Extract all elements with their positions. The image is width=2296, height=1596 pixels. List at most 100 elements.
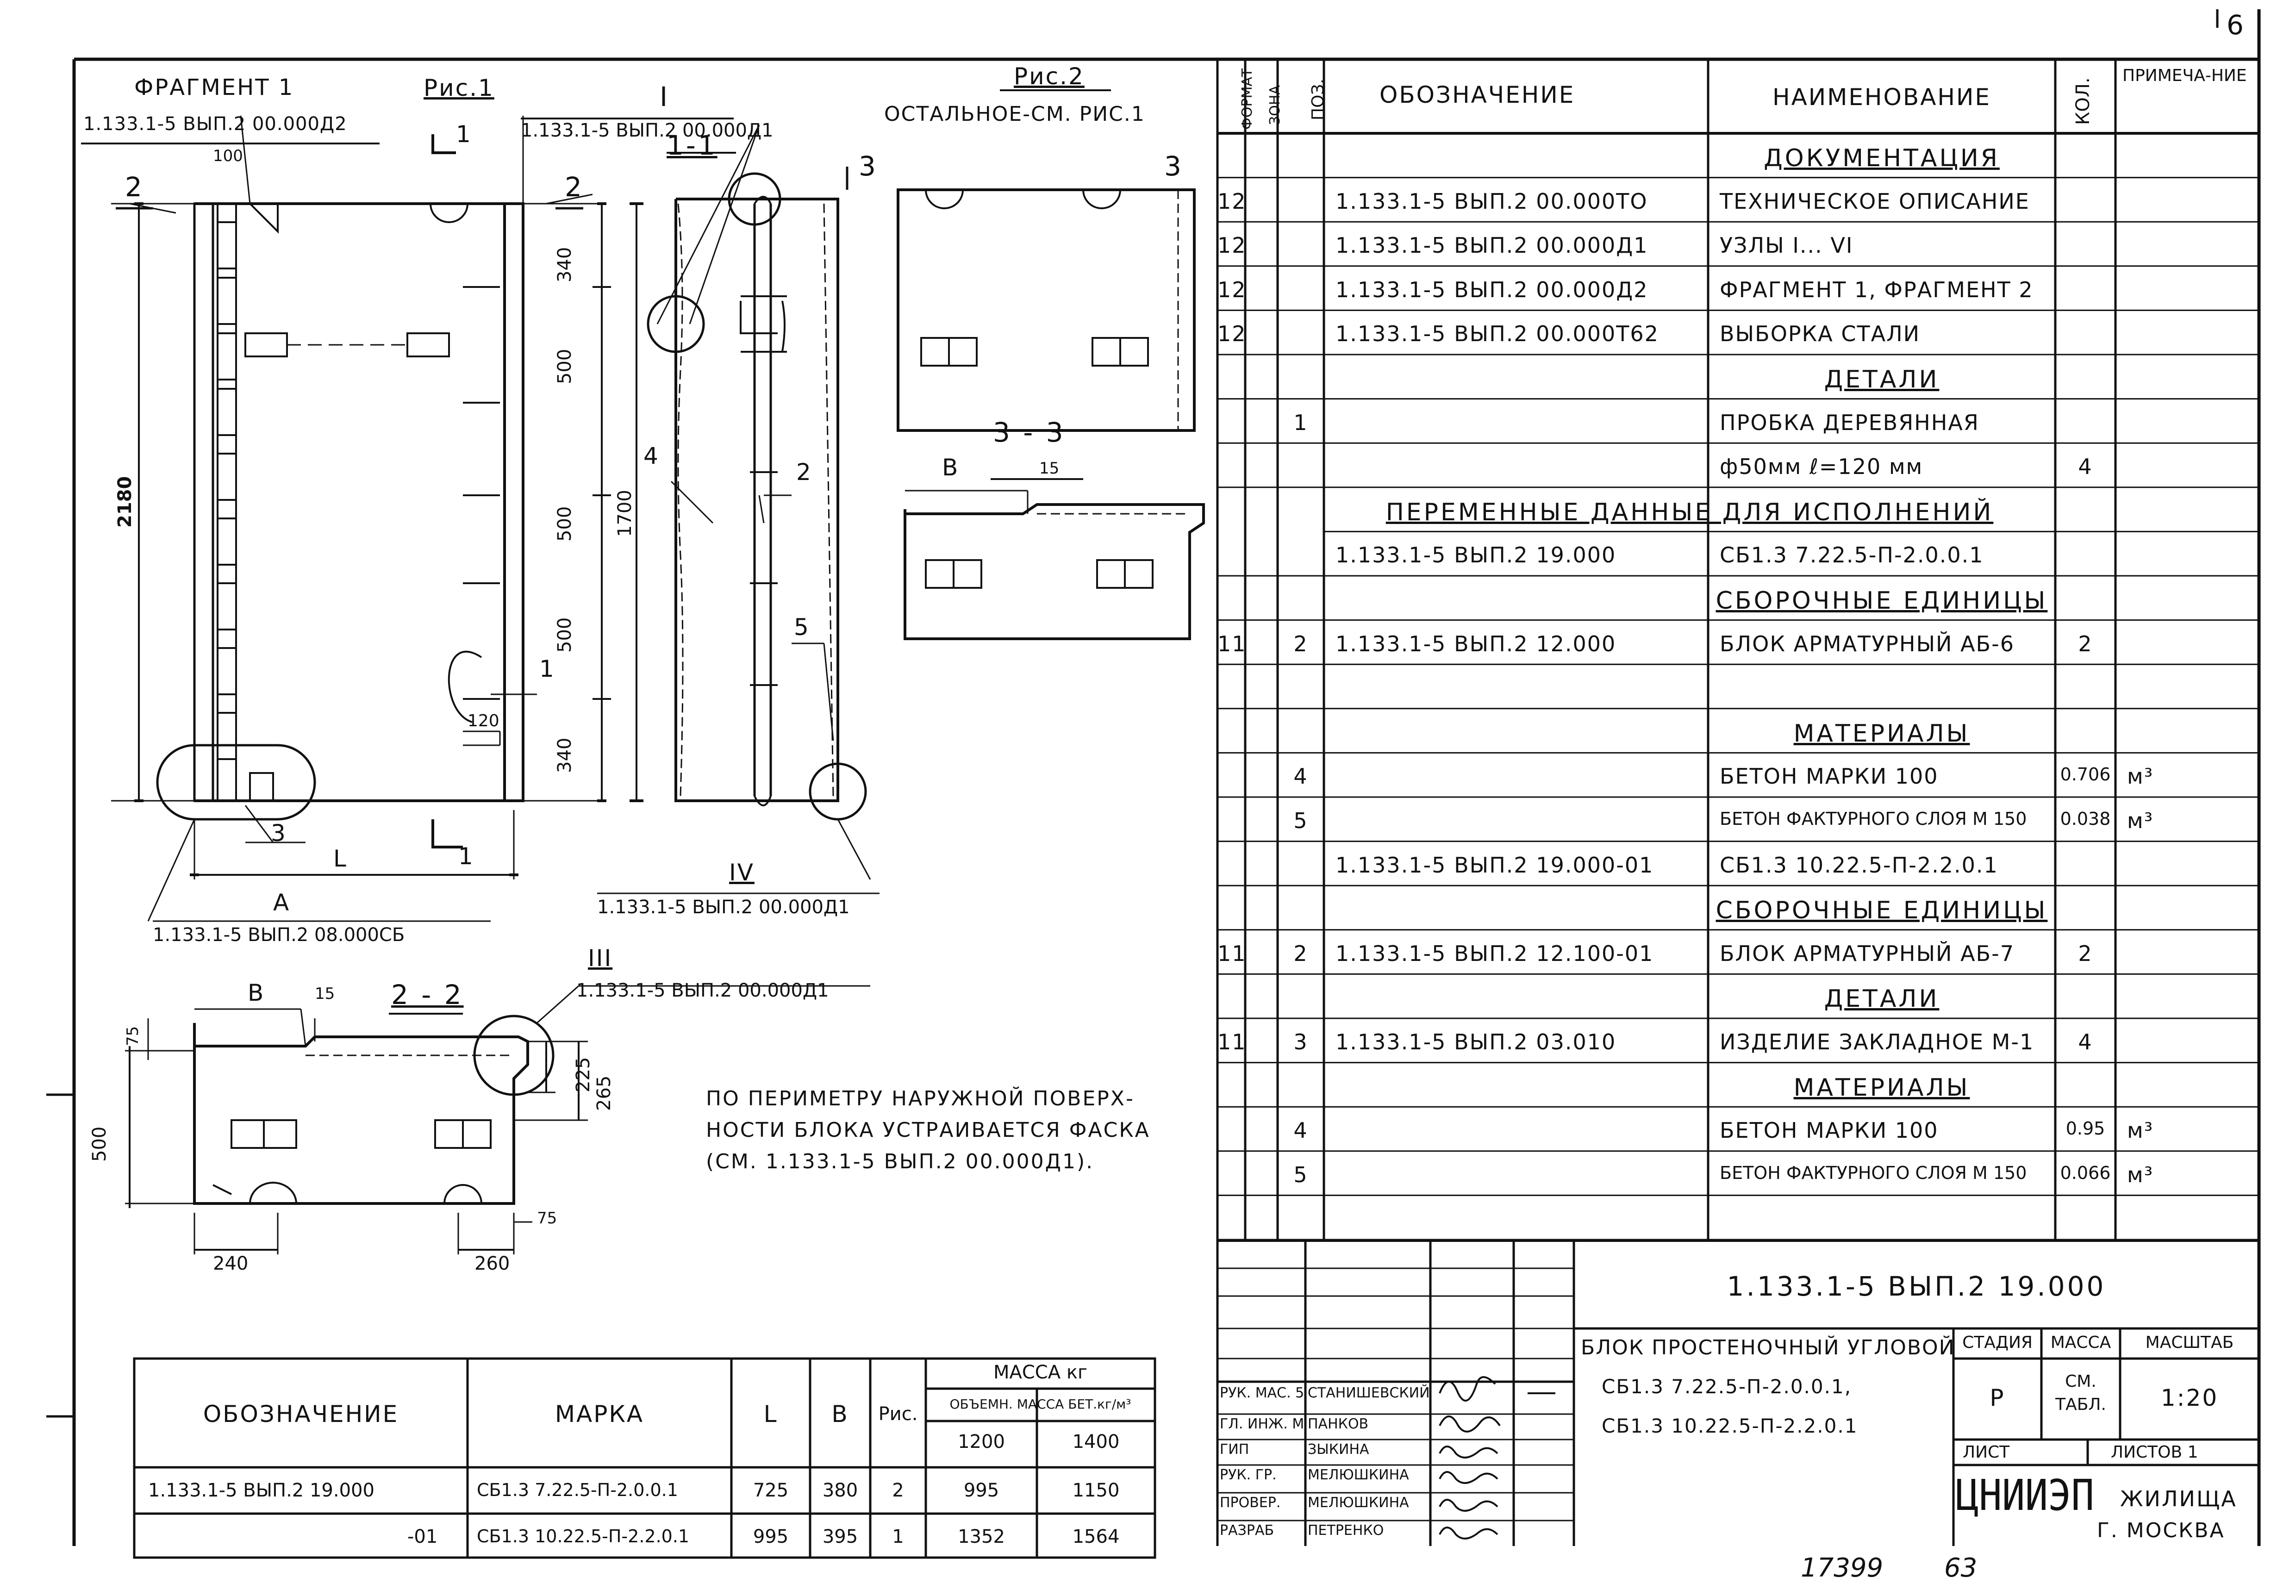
mt-row-1-designation: 1.133.1-5 ВЫП.2 19.000 xyxy=(148,1480,374,1501)
node1-title: I xyxy=(660,81,670,112)
section-3-3-label: 3 - 3 xyxy=(993,417,1066,448)
spec-cell-format: 12 xyxy=(1217,233,1247,258)
staff-role: РУК. МАС. 5 xyxy=(1220,1385,1304,1401)
staff-role: ГИП xyxy=(1220,1441,1249,1458)
node4-title: IV xyxy=(729,859,755,886)
fragment-ref: 1.133.1-5 ВЫП.2 00.000Д2 xyxy=(83,113,347,135)
dim-1700: 1700 xyxy=(614,490,636,537)
mt-row-1-B: 380 xyxy=(822,1480,858,1501)
pos-5-leader: 5 xyxy=(794,614,810,641)
dim-100: 100 xyxy=(213,147,243,165)
dim-500-b: 500 xyxy=(554,506,575,542)
title-line-1: БЛОК ПРОСТЕНОЧНЫЙ УГЛОВОЙ xyxy=(1581,1336,1955,1359)
note-line: (СМ. 1.133.1-5 ВЫП.2 00.000Д1). xyxy=(706,1150,1094,1173)
fig2-label: Рис.2 xyxy=(1014,63,1085,90)
spec-cell-name: БЕТОН ФАКТУРНОГО СЛОЯ М 150 xyxy=(1720,1162,2027,1183)
page-number: 6 xyxy=(2227,9,2246,41)
mt-row-2-designation: -01 xyxy=(407,1526,438,1547)
mt-row-2-fig: 1 xyxy=(892,1526,904,1547)
spec-cell-designation: 1.133.1-5 ВЫП.2 00.000Д1 xyxy=(1335,233,1648,258)
dim-15-33: 15 xyxy=(1039,459,1060,478)
spec-cell-name: БЛОК АРМАТУРНЫЙ АБ-7 xyxy=(1720,941,2015,966)
spec-cell-format: 11 xyxy=(1217,1029,1247,1054)
org-city: Г. МОСКВА xyxy=(2097,1519,2225,1542)
dim-240: 240 xyxy=(213,1253,249,1274)
spec-cell-name: СБОРОЧНЫЕ ЕДИНИЦЫ xyxy=(1716,897,2048,925)
title-line-3: СБ1.3 10.22.5-П-2.2.0.1 xyxy=(1602,1415,1858,1437)
cut-3-left: 3 xyxy=(859,150,878,182)
mt-header-density: ОБЪЕМН. МАССА БЕТ.кг/м³ xyxy=(949,1396,1131,1412)
spec-header-qty: КОЛ. xyxy=(2072,77,2094,125)
spec-cell-qty: 0.038 xyxy=(2060,809,2111,829)
note-line: ПО ПЕРИМЕТРУ НАРУЖНОЙ ПОВЕРХ- xyxy=(706,1087,1135,1110)
dim-75-bottom: 75 xyxy=(537,1209,557,1228)
dim-340-top: 340 xyxy=(554,247,575,282)
cut-1-bottom: 1 xyxy=(458,843,474,870)
mt-row-1-fig: 2 xyxy=(892,1480,904,1501)
dim-2180: 2180 xyxy=(114,476,136,528)
dim-225: 225 xyxy=(573,1057,594,1092)
mt-row-2-mark: СБ1.3 10.22.5-П-2.2.0.1 xyxy=(477,1526,690,1546)
staff-name: МЕЛЮШКИНА xyxy=(1308,1467,1409,1483)
cut-2-left: 2 xyxy=(125,171,144,203)
mass-table-grid xyxy=(133,1357,1156,1559)
staff-role: РУК. ГР. xyxy=(1220,1467,1277,1483)
spec-cell-format: 12 xyxy=(1217,277,1247,302)
section-2-2-label: 2 - 2 xyxy=(391,979,464,1010)
spec-cell-note: м³ xyxy=(2127,1162,2154,1187)
mt-row-2-L: 995 xyxy=(753,1526,789,1547)
bottom-ref: 1.133.1-5 ВЫП.2 08.000СБ xyxy=(153,924,405,946)
stamp-page: 63 xyxy=(1944,1553,1978,1583)
spec-cell-designation: 1.133.1-5 ВЫП.2 00.000Д2 xyxy=(1335,277,1648,302)
spec-cell-qty: 2 xyxy=(2078,941,2093,966)
spec-cell-format: 12 xyxy=(1217,188,1247,214)
spec-cell-qty: 0.066 xyxy=(2060,1162,2111,1183)
spec-cell-qty: 4 xyxy=(2078,1029,2093,1054)
label-A: А xyxy=(273,889,291,916)
spec-row-lines xyxy=(1217,177,2259,1241)
spec-cell-note: м³ xyxy=(2127,1118,2154,1143)
spec-cell-name: БЕТОН МАРКИ 100 xyxy=(1720,764,1939,789)
label-L: L xyxy=(333,845,348,872)
mt-row-2-B: 395 xyxy=(822,1526,858,1547)
spec-header-pos: ПОЗ. xyxy=(1309,79,1328,120)
cut-3-right: 3 xyxy=(1164,150,1184,182)
dim-15-22: 15 xyxy=(315,985,335,1003)
mt-row-1-L: 725 xyxy=(753,1480,789,1501)
spec-cell-qty: 0.706 xyxy=(2060,764,2111,785)
org-main: ЦНИИЭП xyxy=(1956,1471,2095,1520)
spec-header-format: ФОРМАТ xyxy=(1239,68,1255,130)
dim-120: 120 xyxy=(468,711,499,730)
spec-cell-designation: 1.133.1-5 ВЫП.2 12.000 xyxy=(1335,631,1616,656)
dim-75-top: 75 xyxy=(124,1026,142,1046)
mt-header-fig: Рис. xyxy=(878,1403,918,1425)
spec-cell-note: м³ xyxy=(2127,764,2154,789)
mt-header-mass: МАССА кг xyxy=(993,1362,1087,1383)
node3-ref: 1.133.1-5 ВЫП.2 00.000Д1 xyxy=(576,980,829,1001)
spec-header-zone: ЗОНА xyxy=(1267,85,1283,125)
spec-cell-pos: 4 xyxy=(1293,764,1308,789)
spec-cell-name: ИЗДЕЛИЕ ЗАКЛАДНОЕ М-1 xyxy=(1720,1029,2034,1054)
mt-row-1-m1200: 995 xyxy=(963,1480,999,1501)
mt-header-1400: 1400 xyxy=(1072,1431,1120,1453)
section-2-2-drawing xyxy=(125,985,870,1254)
spec-table-grid xyxy=(1216,59,2259,1546)
mt-row-2-m1400: 1564 xyxy=(1072,1526,1120,1547)
scale-value: 1:20 xyxy=(2160,1384,2219,1411)
label-B-33: В xyxy=(942,454,960,481)
spec-cell-name: УЗЛЫ I... VI xyxy=(1720,233,1853,258)
spec-cell-pos: 2 xyxy=(1293,941,1308,966)
cut-2-right: 2 xyxy=(565,171,584,203)
spec-cell-name: ДОКУМЕНТАЦИЯ xyxy=(1764,144,2000,172)
mt-row-1-m1400: 1150 xyxy=(1072,1480,1120,1501)
spec-cell-designation: 1.133.1-5 ВЫП.2 19.000 xyxy=(1335,542,1616,568)
spec-cell-name: БЛОК АРМАТУРНЫЙ АБ-6 xyxy=(1720,631,2015,656)
mt-row-1-mark: СБ1.3 7.22.5-П-2.0.0.1 xyxy=(477,1480,678,1500)
staff-role: РАЗРАБ xyxy=(1220,1522,1274,1539)
pos-2-leader: 2 xyxy=(796,459,812,486)
stamp-number: 17399 xyxy=(1801,1553,1884,1583)
spec-cell-name: СБ1.3 10.22.5-П-2.2.0.1 xyxy=(1720,852,1998,878)
scale-label: МАСШТАБ xyxy=(2145,1333,2234,1352)
spec-cell-pos: 3 xyxy=(1293,1029,1308,1054)
